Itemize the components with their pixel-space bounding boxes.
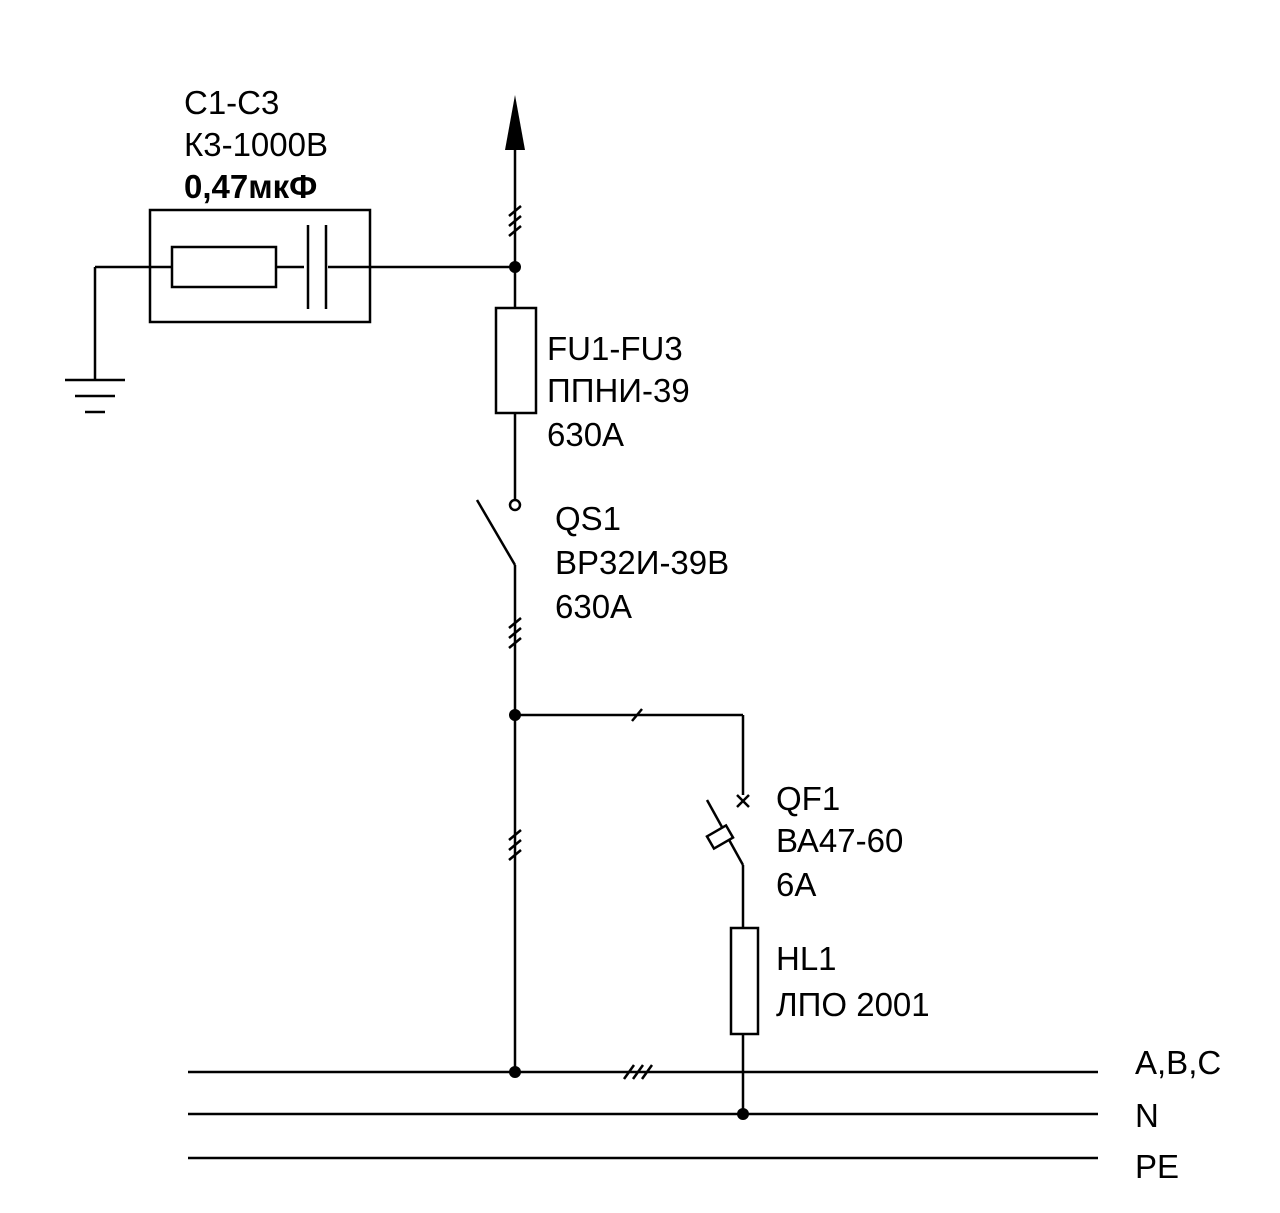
fuse-type: ППНИ-39 [547, 372, 690, 409]
switch-blade-icon [475, 499, 517, 566]
capacitor-resistor [170, 245, 278, 289]
lamp-designation: HL1 [776, 940, 837, 977]
single-phase-tick [631, 708, 643, 722]
bus-neutral-label: N [1135, 1097, 1159, 1134]
breaker-type: ВА47-60 [776, 822, 904, 859]
switch-contact-icon [508, 498, 522, 512]
lamp-icon [729, 926, 760, 1036]
junction-lamp-branch [509, 709, 521, 721]
breaker-cross-icon [736, 794, 750, 808]
junction-neutral-bus [737, 1108, 749, 1120]
switch-type: ВР32И-39В [555, 544, 730, 581]
supply-arrow-icon [505, 95, 525, 150]
capacitor-value: 0,47мкФ [184, 168, 318, 205]
fuse-rating: 630A [547, 416, 625, 453]
ground-icon [65, 378, 125, 414]
switch-designation: QS1 [555, 500, 622, 537]
bus-phases-label: A,B,C [1135, 1044, 1222, 1081]
three-phase-ticks-top [508, 205, 522, 237]
breaker-rating: 6A [776, 866, 817, 903]
capacitor-type: К3-1000В [184, 126, 328, 163]
switch-rating: 630A [555, 588, 633, 625]
lamp-type: ЛПО 2001 [776, 986, 930, 1023]
fuse-designation: FU1-FU3 [547, 330, 683, 367]
junction-phase-bus [509, 1066, 521, 1078]
breaker-designation: QF1 [776, 780, 841, 817]
capacitor-designation: C1-C3 [184, 84, 280, 121]
junction-capacitor [509, 261, 521, 273]
breaker-release-icon [705, 823, 735, 851]
capacitor-icon [304, 225, 328, 309]
bus-pe-label: PE [1135, 1148, 1180, 1185]
three-phase-ticks-low [508, 829, 522, 861]
fuse-icon [494, 306, 538, 415]
three-phase-ticks-mid [508, 617, 522, 649]
three-phase-ticks-bus [622, 1064, 654, 1080]
